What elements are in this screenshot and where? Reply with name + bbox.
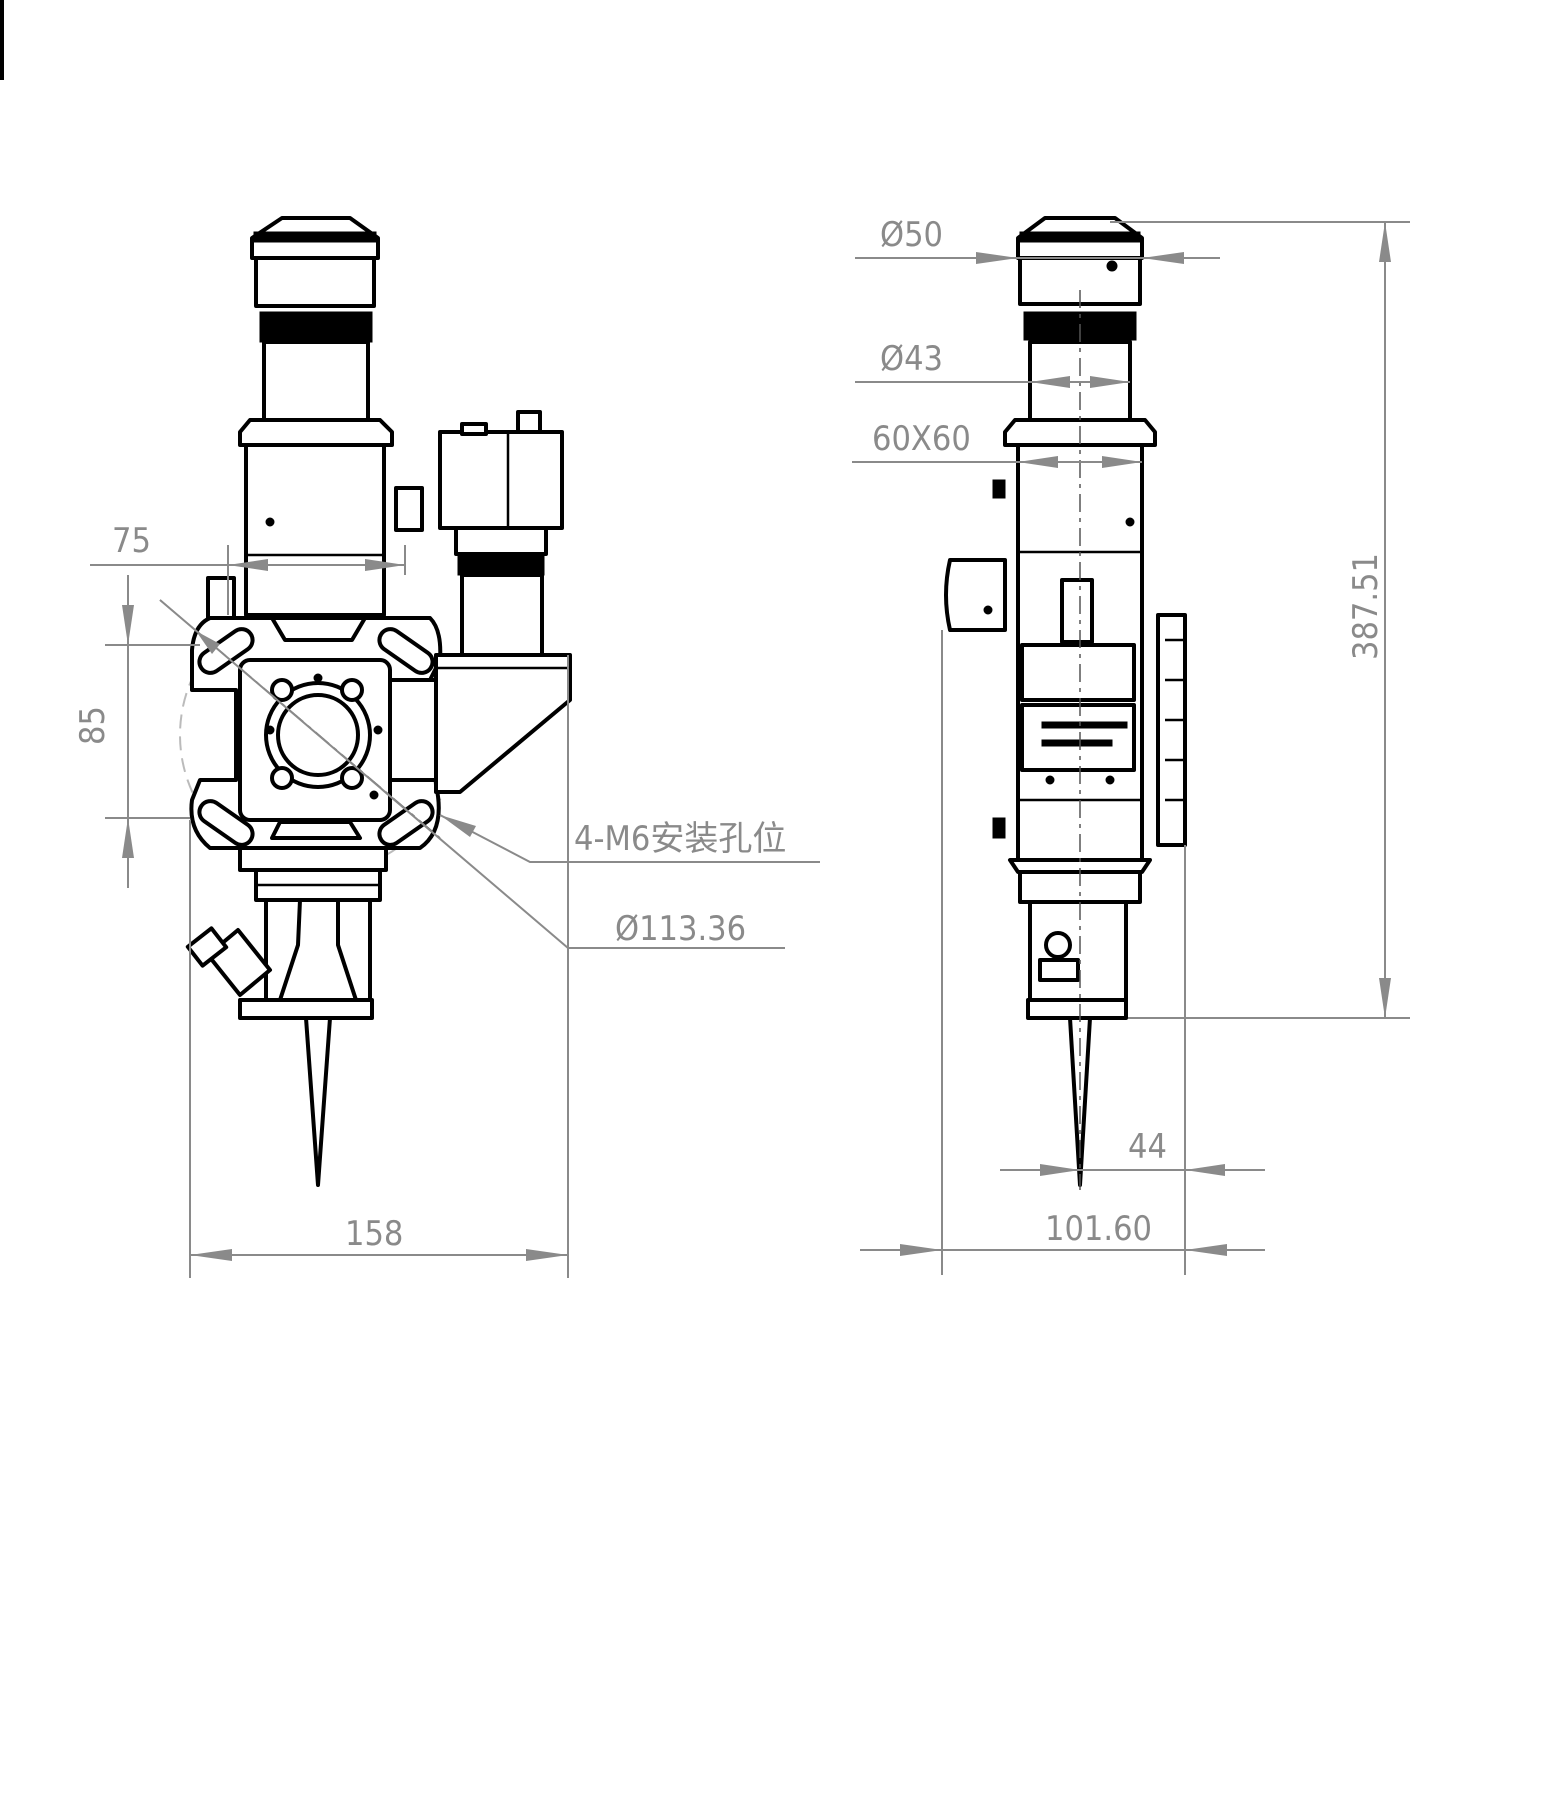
side-gear-plate <box>1156 613 1187 847</box>
motor-box <box>438 430 564 530</box>
nozzle-plate <box>1026 998 1128 1020</box>
motor-bracket <box>434 653 572 794</box>
cap-diameter-label: Ø50 <box>880 215 943 255</box>
connector <box>206 576 236 620</box>
side-sensor <box>394 486 424 532</box>
side-bracket <box>388 678 438 782</box>
upper-panel <box>1020 643 1136 702</box>
dim-158-label: 158 <box>345 1214 403 1254</box>
dim-75-label: 75 <box>112 521 151 561</box>
nozzle-body <box>1028 900 1128 1004</box>
tube-diameter-label: Ø43 <box>880 339 943 379</box>
side-box <box>944 558 1007 632</box>
wire-needle <box>304 1016 332 1187</box>
motor-column <box>460 573 544 657</box>
side-view <box>944 216 1187 1190</box>
nozzle-offset-label: 44 <box>1128 1127 1167 1167</box>
mount-slots <box>197 627 435 847</box>
main-body <box>244 443 386 617</box>
body-flange <box>238 418 394 447</box>
cap-band <box>253 231 377 243</box>
nozzle-plate <box>238 998 374 1020</box>
front-dimensions: 75 85 158 4-M6安装孔位 Ø113.36 <box>73 521 820 1278</box>
front-view <box>159 216 572 1187</box>
overall-depth-label: 101.60 <box>1045 1209 1152 1249</box>
dim-85-label: 85 <box>73 706 113 745</box>
mount-holes-note: 4-M6安装孔位 <box>574 819 786 859</box>
cap-body <box>254 256 376 308</box>
motor-ring <box>457 554 545 576</box>
body-section-label: 60X60 <box>872 419 971 459</box>
knurled-ring <box>259 311 373 343</box>
side-dimensions: Ø50 Ø43 60X60 387.51 44 101.60 <box>852 215 1410 1275</box>
overall-height-label: 387.51 <box>1346 553 1386 660</box>
lower-flange <box>238 846 388 872</box>
connector <box>1060 578 1094 644</box>
label-panel <box>1020 703 1136 772</box>
bolt-circle-diameter-label: Ø113.36 <box>615 909 746 949</box>
frame-edge <box>0 0 4 80</box>
collimator-tube <box>262 340 370 422</box>
